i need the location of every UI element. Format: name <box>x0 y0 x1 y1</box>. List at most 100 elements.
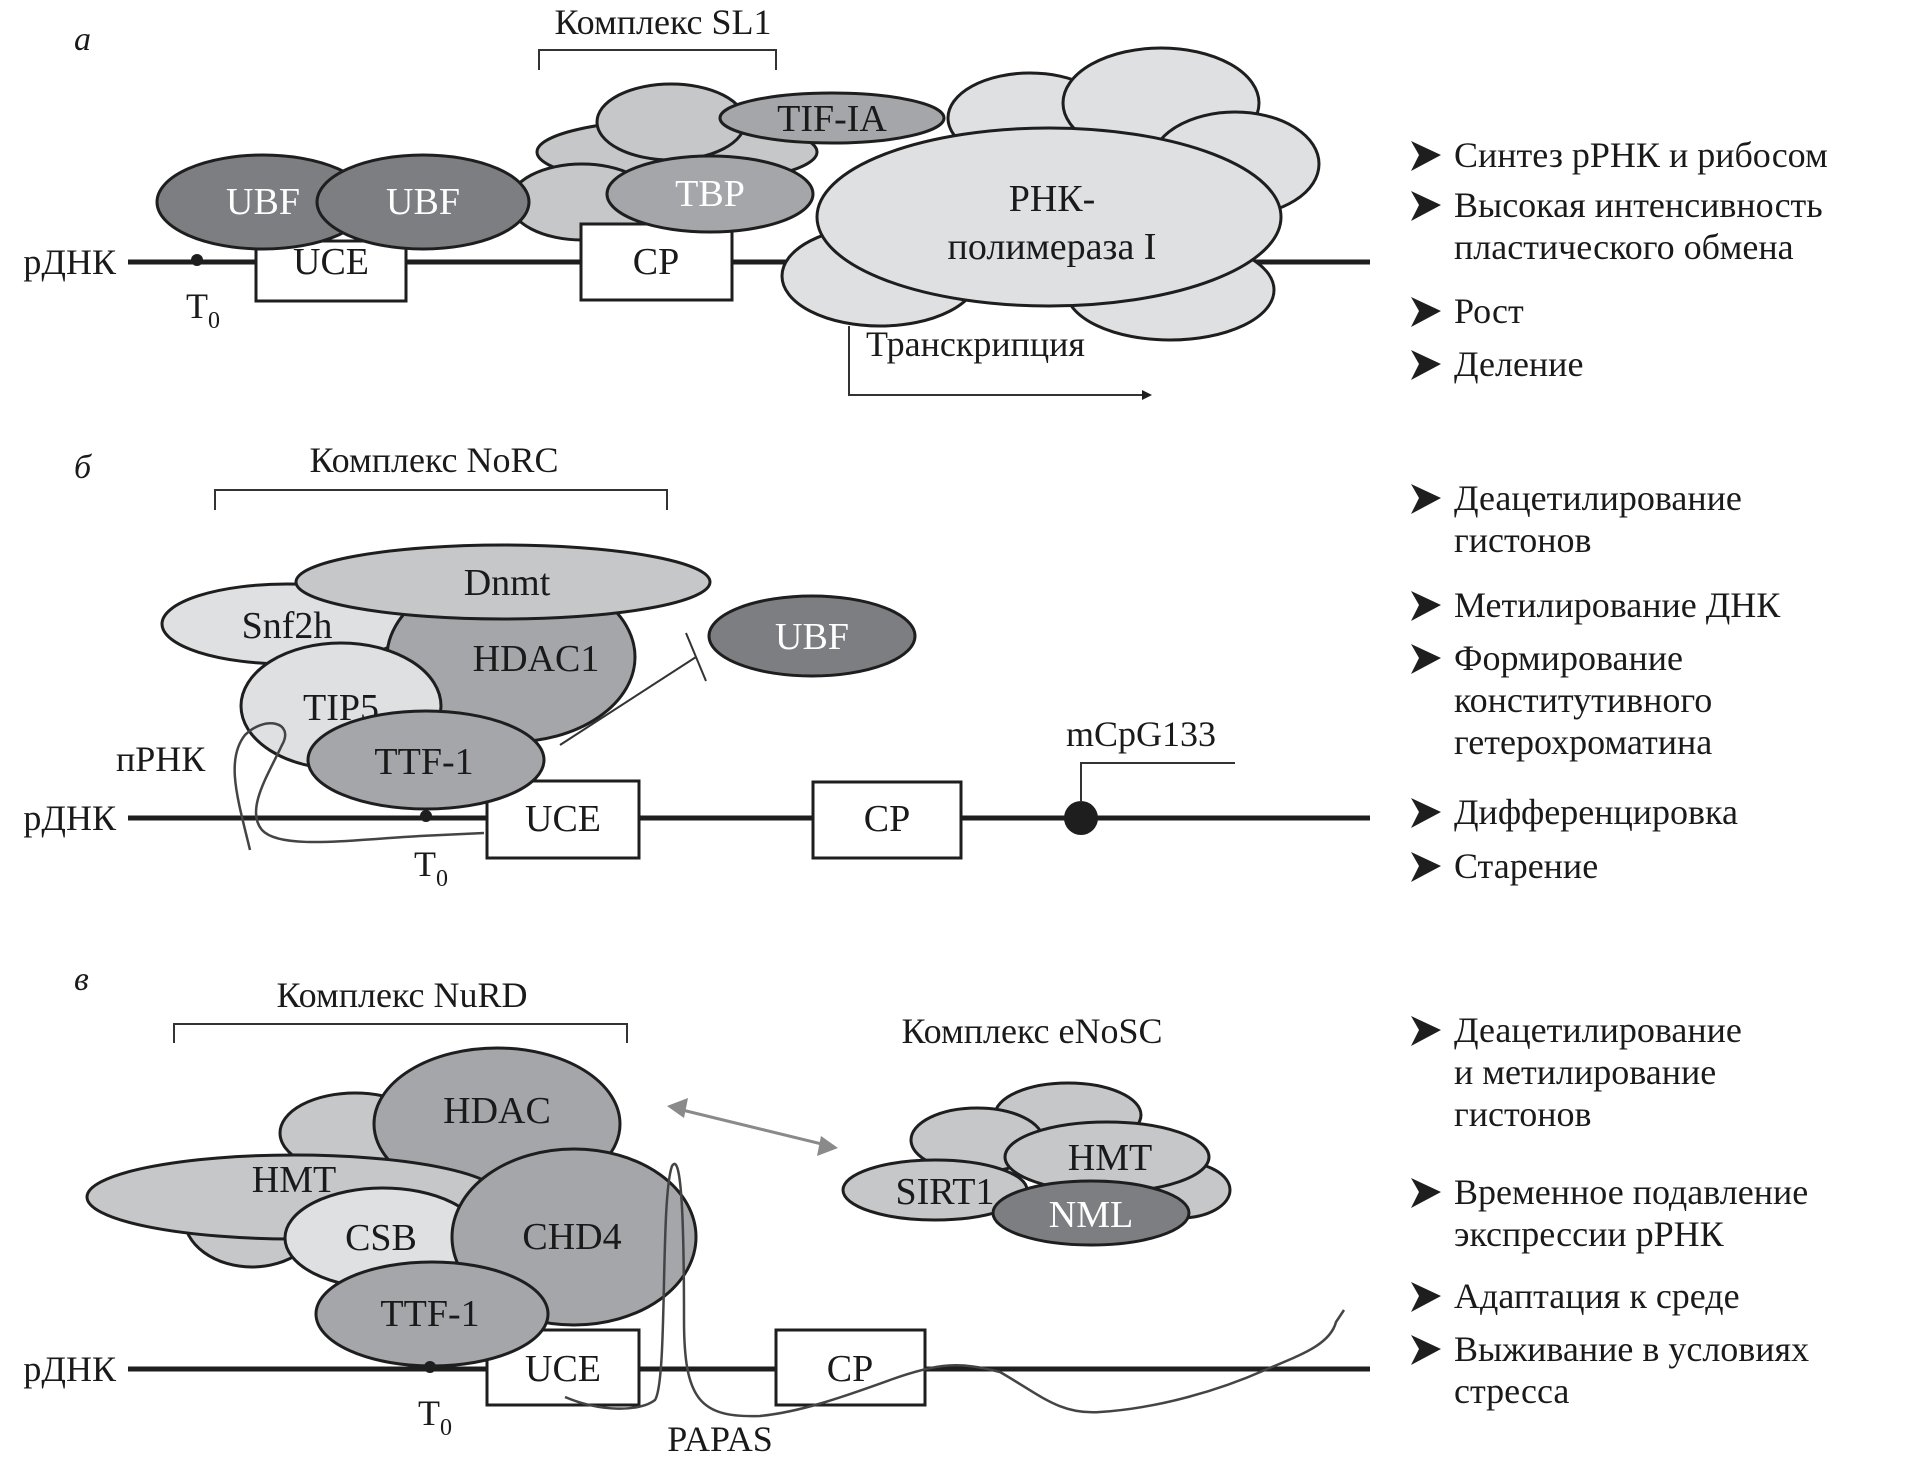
uce-label: UCE <box>525 1348 601 1390</box>
mcpg-leader-line <box>1080 762 1235 802</box>
bullet-arrow-icon <box>1411 350 1441 380</box>
outcome-text: и метилирование <box>1454 1052 1716 1092</box>
outcome-item: Рост <box>1411 291 1524 331</box>
outcome-text: гистонов <box>1454 1094 1592 1134</box>
outcome-item: Дифференцировка <box>1411 792 1738 832</box>
rdna-label: рДНК <box>23 1349 117 1389</box>
arrowhead-left-icon <box>667 1098 688 1118</box>
prna-label: пРНК <box>116 739 206 779</box>
ubf-label: UBF <box>226 181 300 223</box>
bullet-arrow-icon <box>1411 798 1441 828</box>
outcome-text: Высокая интенсивность <box>1454 185 1823 225</box>
inhibition-bar-icon <box>685 632 707 682</box>
panel-b: б Комплекс NoRC рДНК UCE CP Snf2h HDAC1 … <box>23 440 1370 892</box>
panel-b-letter: б <box>74 449 93 486</box>
hmt-label: HMT <box>252 1159 336 1201</box>
outcome-text: Выживание в условиях <box>1454 1329 1809 1369</box>
enosc-hmt-label: HMT <box>1068 1137 1152 1179</box>
outcome-text: пластического обмена <box>1454 227 1794 267</box>
outcome-text: Синтез рРНК и рибосом <box>1454 135 1828 175</box>
uce-label: UCE <box>293 241 369 283</box>
uce-label: UCE <box>525 798 601 840</box>
bullet-arrow-icon <box>1411 1282 1441 1312</box>
outcome-text: Временное подавление <box>1454 1172 1808 1212</box>
outcome-item: Деление <box>1411 344 1583 384</box>
outcome-text: конститутивного <box>1454 680 1712 720</box>
tbp-label: TBP <box>675 173 745 215</box>
hdac1-label: HDAC1 <box>473 638 600 680</box>
bullet-arrow-icon <box>1411 852 1441 882</box>
bullet-arrow-icon <box>1411 484 1441 514</box>
t0-label: T0 <box>186 286 220 334</box>
outcome-text: Деацетилирование <box>1454 478 1742 518</box>
outcome-item: Формированиеконститутивногогетерохромати… <box>1411 638 1712 762</box>
bullet-arrow-icon <box>1411 191 1441 221</box>
bullet-arrow-icon <box>1411 1178 1441 1208</box>
bullet-arrow-icon <box>1411 1016 1441 1046</box>
interaction-double-arrow <box>673 1106 831 1148</box>
t0-site-marker <box>191 254 203 266</box>
complex-sl1-label: Комплекс SL1 <box>554 2 771 42</box>
outcome-text: Формирование <box>1454 638 1683 678</box>
complex-sl1-bracket <box>538 49 777 70</box>
complex-nurd-label: Комплекс NuRD <box>276 975 527 1015</box>
cp-label: CP <box>633 241 679 283</box>
dnmt-protein <box>294 543 712 621</box>
panel-c: в Комплекс NuRD Комплекс eNoSC рДНК UCE … <box>23 961 1370 1459</box>
ubf-protein <box>707 594 917 678</box>
ubf-label: UBF <box>775 616 849 658</box>
outcome-text: Дифференцировка <box>1454 792 1738 832</box>
complex-norc-bracket <box>214 489 668 510</box>
papas-rna-strand <box>564 1162 1346 1418</box>
rna-polymerase-i <box>815 126 1283 308</box>
complex-norc-label: Комплекс NoRC <box>309 440 558 480</box>
bullet-arrow-icon <box>1411 1335 1441 1365</box>
panel-a: а Комплекс SL1 рДНК T0 UCE CP UBF UBF TB… <box>23 2 1370 400</box>
cp-label: CP <box>827 1348 873 1390</box>
outcome-text: Старение <box>1454 846 1598 886</box>
outcome-text: экспрессии рРНК <box>1454 1214 1725 1254</box>
transcription-label: Транскрипция <box>866 324 1085 364</box>
panel-a-letter: а <box>74 21 91 58</box>
outcome-text: гистонов <box>1454 520 1592 560</box>
sirt1-label: SIRT1 <box>895 1171 994 1213</box>
papas-label: PAPAS <box>667 1419 772 1459</box>
uce-element <box>254 239 408 303</box>
outcome-text: стресса <box>1454 1371 1569 1411</box>
ubf-protein <box>315 153 531 251</box>
bullet-arrow-icon <box>1411 644 1441 674</box>
bullet-arrow-icon <box>1411 591 1441 621</box>
nml-protein <box>991 1179 1191 1247</box>
ubf-label: UBF <box>386 181 460 223</box>
rdna-label: рДНК <box>23 242 117 282</box>
cp-element <box>811 780 963 860</box>
tif-ia-label: TIF-IA <box>777 98 887 140</box>
bullet-arrow-icon <box>1411 141 1441 171</box>
panel-c-letter: в <box>74 961 89 998</box>
outcome-item: Метилирование ДНК <box>1411 585 1781 625</box>
tif-ia-protein <box>718 91 946 145</box>
outcome-text: Адаптация к среде <box>1454 1276 1740 1316</box>
outcome-item: Старение <box>1411 846 1598 886</box>
outcome-item: Адаптация к среде <box>1411 1276 1740 1316</box>
outcome-text: Деление <box>1454 344 1583 384</box>
cp-element <box>579 222 734 302</box>
inhibition-line <box>559 656 697 746</box>
dnmt-label: Dnmt <box>464 562 551 604</box>
outcome-item: Синтез рРНК и рибосом <box>1411 135 1828 175</box>
arrowhead-right-icon <box>817 1136 838 1156</box>
complex-enosc-label: Комплекс eNoSC <box>901 1011 1162 1051</box>
prna-strand <box>233 722 485 851</box>
t0-label: T0 <box>414 844 448 892</box>
t0-site-marker <box>420 810 432 822</box>
outcome-text: Метилирование ДНК <box>1454 585 1781 625</box>
outcome-text: Рост <box>1454 291 1524 331</box>
outcome-text: гетерохроматина <box>1454 722 1712 762</box>
t0-site-marker <box>424 1361 436 1373</box>
